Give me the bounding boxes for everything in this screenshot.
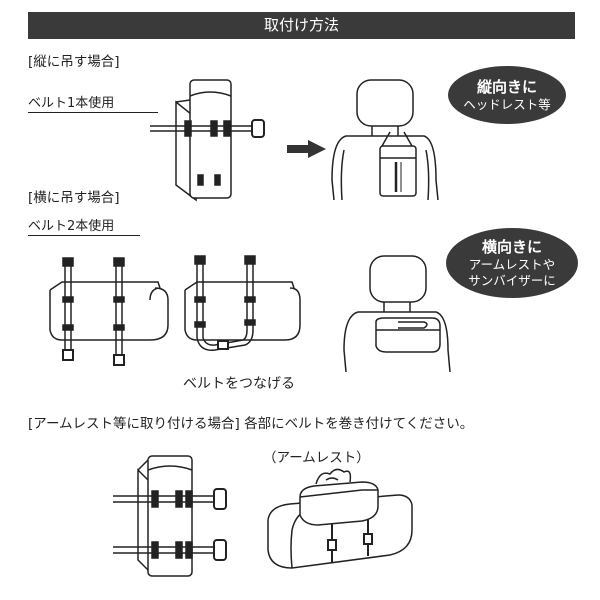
horizontal-belt-label: ベルト2本使用 — [28, 215, 140, 236]
vertical-pouch-illustration — [150, 79, 265, 202]
horizontal-bubble-subtitle-2: サンバイザーに — [468, 272, 556, 288]
seat-vertical-illustration — [331, 79, 439, 201]
horizontal-section-title: [横に吊す場合] — [28, 190, 120, 206]
horizontal-bubble-title: 横向きに — [481, 237, 542, 256]
vertical-orientation-bubble: 縦向きに ヘッドレスト等 — [448, 66, 566, 124]
vertical-belt-label: ベルト1本使用 — [28, 92, 158, 113]
arrow-icon — [287, 140, 326, 158]
horizontal-bubble-subtitle-1: アームレストや — [468, 256, 556, 272]
armrest-pouch-illustration — [113, 455, 227, 577]
horizontal-orientation-bubble: 横向きに アームレストや サンバイザーに — [446, 228, 578, 298]
horizontal-pouch-two-belts — [49, 257, 169, 366]
armrest-with-pouch-illustration — [267, 468, 413, 569]
header-title: 取付け方法 — [263, 16, 339, 34]
connect-belt-label: ベルトをつなげる — [183, 376, 295, 392]
armrest-instruction: [アームレスト等に取り付ける場合] 各部にベルトを巻き付けてください。 — [28, 416, 474, 432]
seat-horizontal-illustration — [343, 255, 451, 373]
vertical-bubble-subtitle: ヘッドレスト等 — [463, 96, 551, 112]
armrest-caption: （アームレスト） — [263, 450, 370, 466]
vertical-bubble-title: 縦向きに — [476, 77, 537, 96]
horizontal-pouch-connected-belts — [184, 255, 301, 351]
header-bar: 取付け方法 — [28, 12, 575, 39]
vertical-section-title: [縦に吊す場合] — [28, 54, 120, 70]
